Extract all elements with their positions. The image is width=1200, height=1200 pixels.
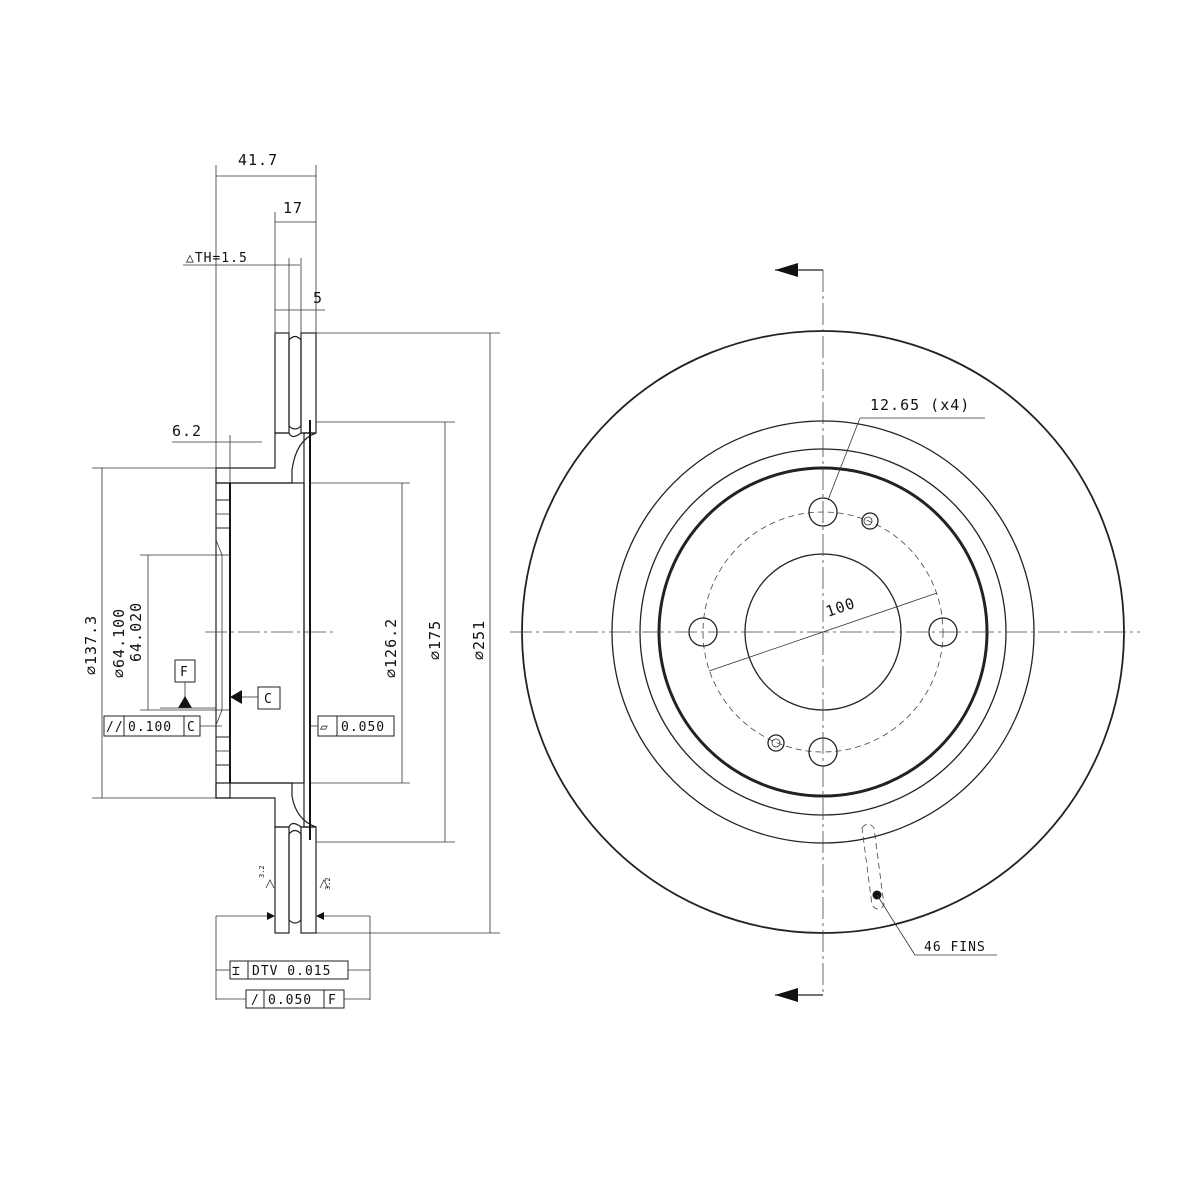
dim-th-1-5: △TH=1.5 — [186, 251, 248, 266]
locating-hole-bottom — [767, 734, 785, 752]
bolt-hole-callout: 12.65 (x4) — [827, 396, 985, 501]
svg-text:C: C — [264, 692, 273, 707]
svg-text:3.2: 3.2 — [258, 865, 266, 878]
dim-64-020: 64.020 — [127, 602, 145, 662]
pcd-label: 100 — [823, 594, 857, 621]
svg-text:0.100: 0.100 — [128, 720, 172, 735]
datum-c: C — [230, 686, 281, 710]
dim-vane-gap: 5 — [275, 289, 325, 311]
section-arrows — [775, 263, 823, 1002]
locating-hole-top — [861, 512, 879, 530]
roughness-marks: 3.2 3.2 — [258, 865, 332, 890]
svg-text:3.2: 3.2 — [324, 877, 332, 890]
tol-dtv-runout-frames: ⌶ DTV 0.015 / 0.050 F — [215, 912, 371, 1009]
dim-d126-2-text: ⌀126.2 — [382, 618, 400, 678]
fins-callout: 46 FINS — [861, 823, 997, 956]
svg-text://: // — [106, 720, 124, 735]
bolt-hole-note: 12.65 (x4) — [870, 396, 970, 414]
bolt-hole-top — [808, 497, 838, 527]
dim-hat-thickness: △TH=1.5 — [183, 251, 302, 333]
dim-d137-3: ⌀137.3 — [82, 467, 216, 799]
fins-note: 46 FINS — [924, 940, 986, 955]
dim-d64-100: ⌀64.100 — [110, 608, 128, 678]
svg-text:F: F — [180, 665, 189, 680]
svg-text:F: F — [328, 993, 337, 1008]
dim-41-7: 41.7 — [238, 151, 278, 169]
dim-d251: ⌀251 — [316, 332, 500, 934]
svg-text:0.050: 0.050 — [341, 720, 385, 735]
dim-flange: 6.2 — [172, 422, 262, 483]
dim-d175: ⌀175 — [316, 421, 455, 843]
svg-text:/: / — [251, 993, 260, 1008]
tol-parallelism-frame: // 0.100 C — [103, 715, 222, 737]
dim-d251-text: ⌀251 — [470, 620, 488, 660]
tol-flatness-frame: ▱ 0.050 — [310, 715, 395, 737]
dim-disc-thickness: 17 — [274, 199, 316, 333]
dim-d175-text: ⌀175 — [426, 620, 444, 660]
svg-text:DTV 0.015: DTV 0.015 — [252, 964, 331, 979]
svg-text:C: C — [187, 720, 196, 735]
dim-overall-width: 41.7 — [215, 151, 317, 468]
dim-6-2: 6.2 — [172, 422, 202, 440]
dim-d126-2: ⌀126.2 — [310, 482, 410, 784]
svg-text:0.050: 0.050 — [268, 993, 312, 1008]
datum-f: F — [160, 659, 216, 709]
svg-text:▱: ▱ — [320, 720, 329, 735]
dim-d64: ⌀64.100 64.020 — [110, 554, 216, 711]
svg-text:⌶: ⌶ — [232, 964, 241, 979]
dim-d137-3-text: ⌀137.3 — [82, 615, 100, 675]
side-section-view: 41.7 17 △TH=1.5 5 6.2 — [82, 151, 500, 1009]
disc-section — [215, 332, 317, 934]
dim-5: 5 — [313, 289, 323, 307]
front-view: 12.65 (x4) 100 46 FINS — [510, 263, 1140, 1002]
dim-17: 17 — [283, 199, 303, 217]
